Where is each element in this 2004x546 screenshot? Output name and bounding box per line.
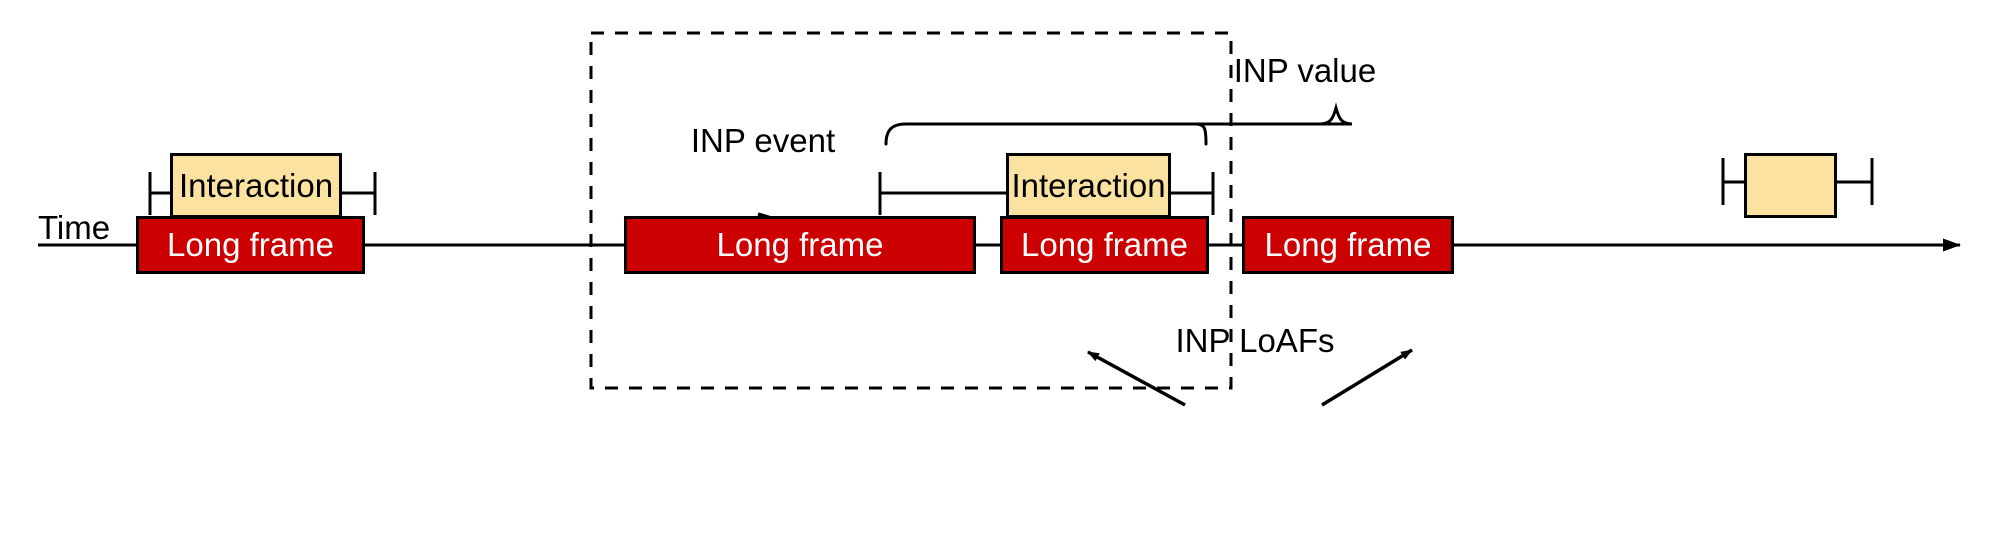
measure-bar-group-2 bbox=[878, 172, 1215, 215]
long-frame-box-1[interactable]: Long frame bbox=[136, 216, 365, 274]
interaction-box-2[interactable]: Interaction bbox=[1006, 153, 1171, 218]
interaction-box-1[interactable]: Interaction bbox=[170, 153, 342, 218]
measure-bar-group-1 bbox=[148, 172, 377, 215]
measure-bar-group-3 bbox=[1721, 158, 1874, 205]
long-frame-box-2[interactable]: Long frame bbox=[624, 216, 976, 274]
inp-value-label: INP value bbox=[1233, 52, 1377, 89]
long-frame-box-3-label: Long frame bbox=[1021, 226, 1188, 263]
interaction-box-2-label: Interaction bbox=[1011, 166, 1166, 204]
interaction-box-3[interactable] bbox=[1744, 153, 1837, 218]
interaction-box-1-label: Interaction bbox=[178, 166, 334, 204]
long-frame-box-3[interactable]: Long frame bbox=[1000, 216, 1209, 274]
long-frame-box-1-label: Long frame bbox=[167, 226, 334, 263]
dashed-region bbox=[589, 31, 1233, 390]
time-axis-label: Time bbox=[38, 209, 111, 246]
inp-loafs-arrow-right bbox=[1321, 348, 1413, 407]
long-frame-box-2-label: Long frame bbox=[716, 226, 884, 263]
inp-event-label: INP event bbox=[690, 122, 836, 159]
long-frame-box-4-left-label: Long frame bbox=[1264, 226, 1432, 263]
inp-value-brace-path bbox=[884, 102, 1353, 146]
inp-loafs-arrow-left bbox=[1087, 350, 1186, 407]
inp-value-brace bbox=[886, 108, 1350, 145]
long-frame-box-4-left[interactable]: Long frame bbox=[1242, 216, 1454, 274]
inp-loafs-label: INP LoAFs bbox=[1175, 322, 1335, 359]
